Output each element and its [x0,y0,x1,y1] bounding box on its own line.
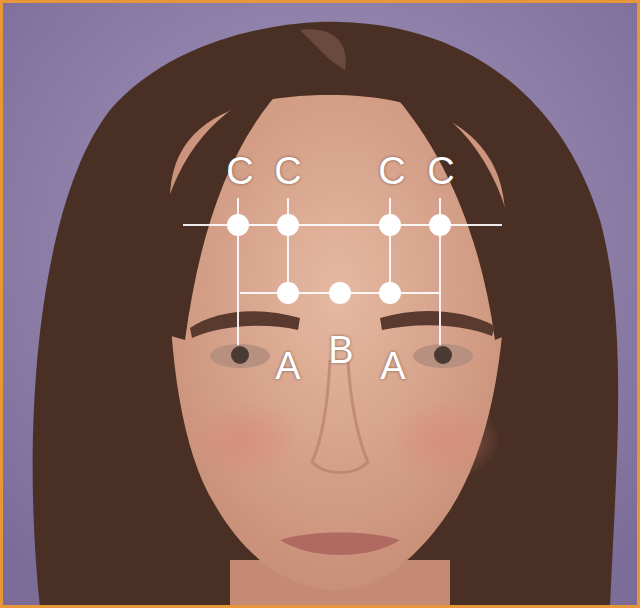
hair-fringe [150,80,290,340]
eye [231,346,249,364]
eye [434,346,452,364]
eye [413,344,473,368]
eyebrow [190,311,300,338]
eyebrow [380,311,495,336]
point-label: C [274,152,301,190]
mouth [280,533,400,556]
point-label: A [380,347,405,385]
cheek [190,400,300,480]
hair-highlight [300,29,346,70]
point-label: C [427,152,454,190]
point-label: C [378,152,405,190]
point-label: B [328,331,353,369]
point-label: A [275,347,300,385]
nose [312,360,368,473]
point-label: C [226,152,253,190]
hair [33,22,619,608]
cheek [390,400,500,480]
injection-grid [183,198,502,345]
hair-fringe [380,80,520,340]
eye [210,344,270,368]
injection-point [227,214,451,304]
